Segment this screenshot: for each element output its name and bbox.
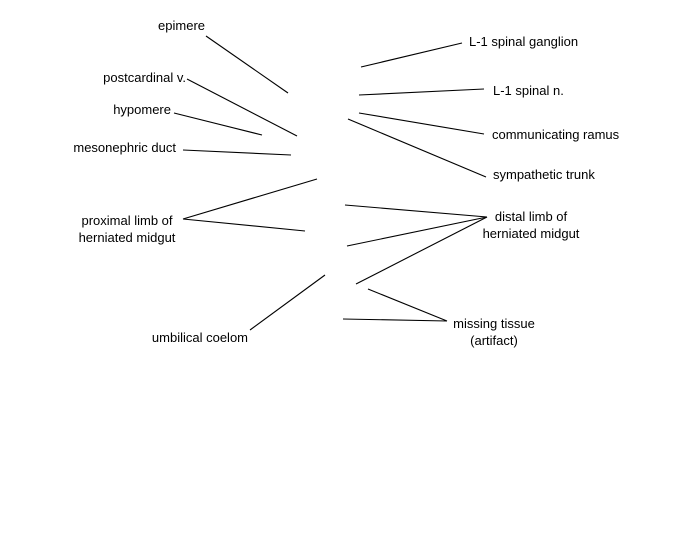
leader-postcardinal [186,78,298,137]
label-l1-spinal-ganglion: L-1 spinal ganglion [469,34,579,49]
leader-l1-spinal-ganglion [360,42,463,68]
label-l1-spinal-n: L-1 spinal n. [493,83,564,98]
leader-hypomere [173,112,263,136]
leader-umbilical-coelom [249,274,326,331]
label-epimere: epimere [158,18,205,33]
label-mesonephric-duct: mesonephric duct [73,140,176,155]
leader-distal-limb-2 [346,216,488,247]
leader-missing-tissue-1 [367,288,448,322]
label-missing-tissue: missing tissue (artifact) [453,316,535,348]
leader-distal-limb-3 [355,216,488,285]
leader-sympathetic-trunk [347,118,487,178]
leader-epimere [205,35,289,94]
label-distal-limb: distal limb of herniated midgut [482,209,580,241]
label-postcardinal: postcardinal v. [103,70,186,85]
label-proximal-limb: proximal limb of herniated midgut [78,213,176,245]
leader-l1-spinal-n [358,88,485,96]
leader-proximal-limb-upper [182,178,318,220]
leader-communicating-ramus [358,112,485,135]
leader-missing-tissue-2 [342,318,448,322]
label-sympathetic-trunk: sympathetic trunk [493,167,595,182]
leader-mesonephric-duct [182,149,292,156]
leader-distal-limb-1 [344,204,488,218]
leader-proximal-limb-lower [182,218,306,232]
label-hypomere: hypomere [113,102,171,117]
label-communicating-ramus: communicating ramus [492,127,620,142]
label-umbilical-coelom: umbilical coelom [151,330,248,345]
